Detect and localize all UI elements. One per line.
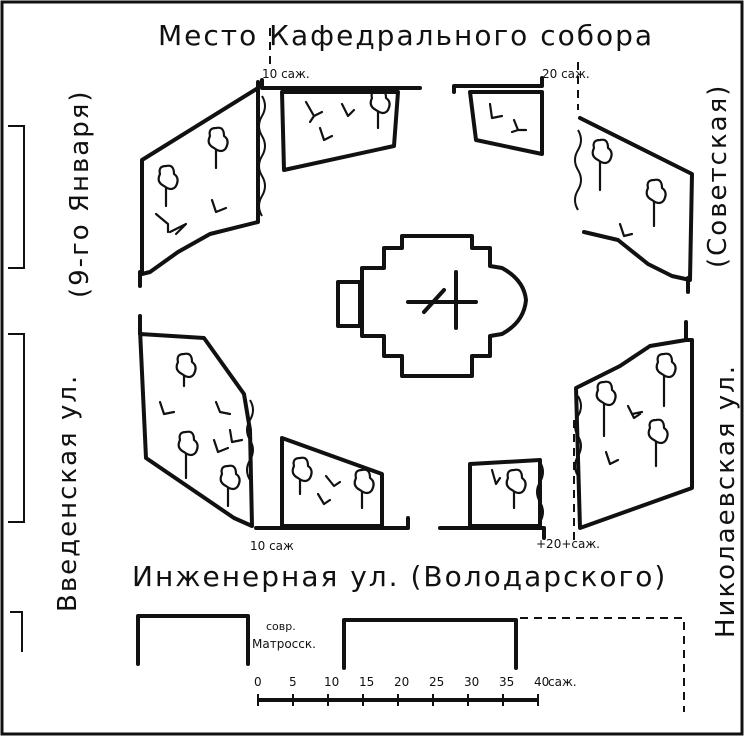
tree-icon <box>591 138 613 192</box>
garden-top-left-inner <box>280 90 400 172</box>
hedge-right-upper <box>574 129 582 211</box>
cathedral-outline <box>360 234 528 378</box>
hedge-bottom-right <box>536 461 544 523</box>
left-bracket-upper <box>8 125 25 269</box>
building-label-line1: совр. <box>266 620 296 633</box>
shrub-icon <box>324 474 342 488</box>
garden-left-upper <box>140 80 260 276</box>
shrub-icon <box>210 198 228 214</box>
dimension-top-right: 20 саж. <box>542 67 590 81</box>
scale-unit: саж. <box>548 675 577 689</box>
tree-icon <box>505 468 527 510</box>
scale-tick-label: 35 <box>499 675 514 689</box>
tree-icon <box>353 468 375 510</box>
tree-icon <box>647 418 669 468</box>
shrub-icon <box>318 126 334 142</box>
scale-tick-label: 40 <box>534 675 549 689</box>
scale-tick-label: 15 <box>359 675 374 689</box>
shrub-icon <box>510 118 528 134</box>
garden-left-lower <box>138 314 254 528</box>
tree-icon <box>655 352 677 408</box>
left-street-new-name: (9-го Января) <box>65 89 95 298</box>
scale-tick-label: 25 <box>429 675 444 689</box>
shrub-icon <box>618 222 634 238</box>
building-dashed-outline <box>520 617 685 712</box>
shrub-icon <box>154 212 188 236</box>
tree-icon <box>177 430 199 480</box>
left-bracket-lower <box>8 333 25 523</box>
scale-tick-label: 0 <box>254 675 262 689</box>
building-label-line2: Матросск. <box>252 637 316 651</box>
dimension-bottom-left: 10 саж <box>250 539 294 553</box>
hedge-left-lower <box>246 399 254 481</box>
shrub-icon <box>212 428 244 454</box>
tree-icon <box>219 464 241 508</box>
hedge-right-lower <box>574 395 582 477</box>
shrub-icon <box>626 404 644 420</box>
scale-tick-label: 30 <box>464 675 479 689</box>
shrub-icons <box>154 100 644 506</box>
building-right <box>342 618 518 670</box>
tree-icon <box>595 380 617 438</box>
shrub-icon <box>604 450 620 466</box>
scale-tick-label: 5 <box>289 675 297 689</box>
shrub-icon <box>340 102 356 118</box>
hedge-left-upper <box>258 95 266 217</box>
tree-icon <box>207 126 229 170</box>
shrub-icon <box>490 468 502 486</box>
tree-icons <box>157 88 677 510</box>
bottom-right-boundary <box>438 526 546 540</box>
shrub-icon <box>316 492 332 506</box>
top-right-boundary <box>452 76 544 94</box>
tree-icon <box>291 456 313 496</box>
tree-icon <box>157 164 179 208</box>
right-street-new-name: (Советская) <box>703 84 733 268</box>
shrub-icon <box>214 400 232 416</box>
tree-icon <box>175 352 197 388</box>
garden-top-right-inner <box>468 90 544 156</box>
shrub-icon <box>304 100 324 124</box>
garden-right-upper <box>578 116 694 282</box>
right-street-label: Николаевская ул. <box>711 364 741 638</box>
left-bracket-bottom <box>10 611 23 652</box>
tree-icon <box>645 178 667 228</box>
dimension-bottom-right: +20+саж. <box>536 537 600 551</box>
scale-tick-label: 10 <box>324 675 339 689</box>
garden-right-lower <box>574 320 694 530</box>
bottom-street-label: Инженерная ул. (Володарского) <box>132 560 667 593</box>
scale-tick-label: 20 <box>394 675 409 689</box>
shrub-icon <box>488 102 504 120</box>
tree-icon <box>369 88 391 130</box>
bottom-left-boundary <box>254 516 410 530</box>
top-left-boundary <box>260 78 422 90</box>
top-street-label: Место Кафедрального собора <box>158 19 654 52</box>
dimension-top-left: 10 саж. <box>262 67 310 81</box>
left-street-label: Введенская ул. <box>53 374 83 612</box>
shrub-icon <box>158 400 176 416</box>
building-left <box>136 614 250 666</box>
cathedral-porch <box>336 280 362 328</box>
